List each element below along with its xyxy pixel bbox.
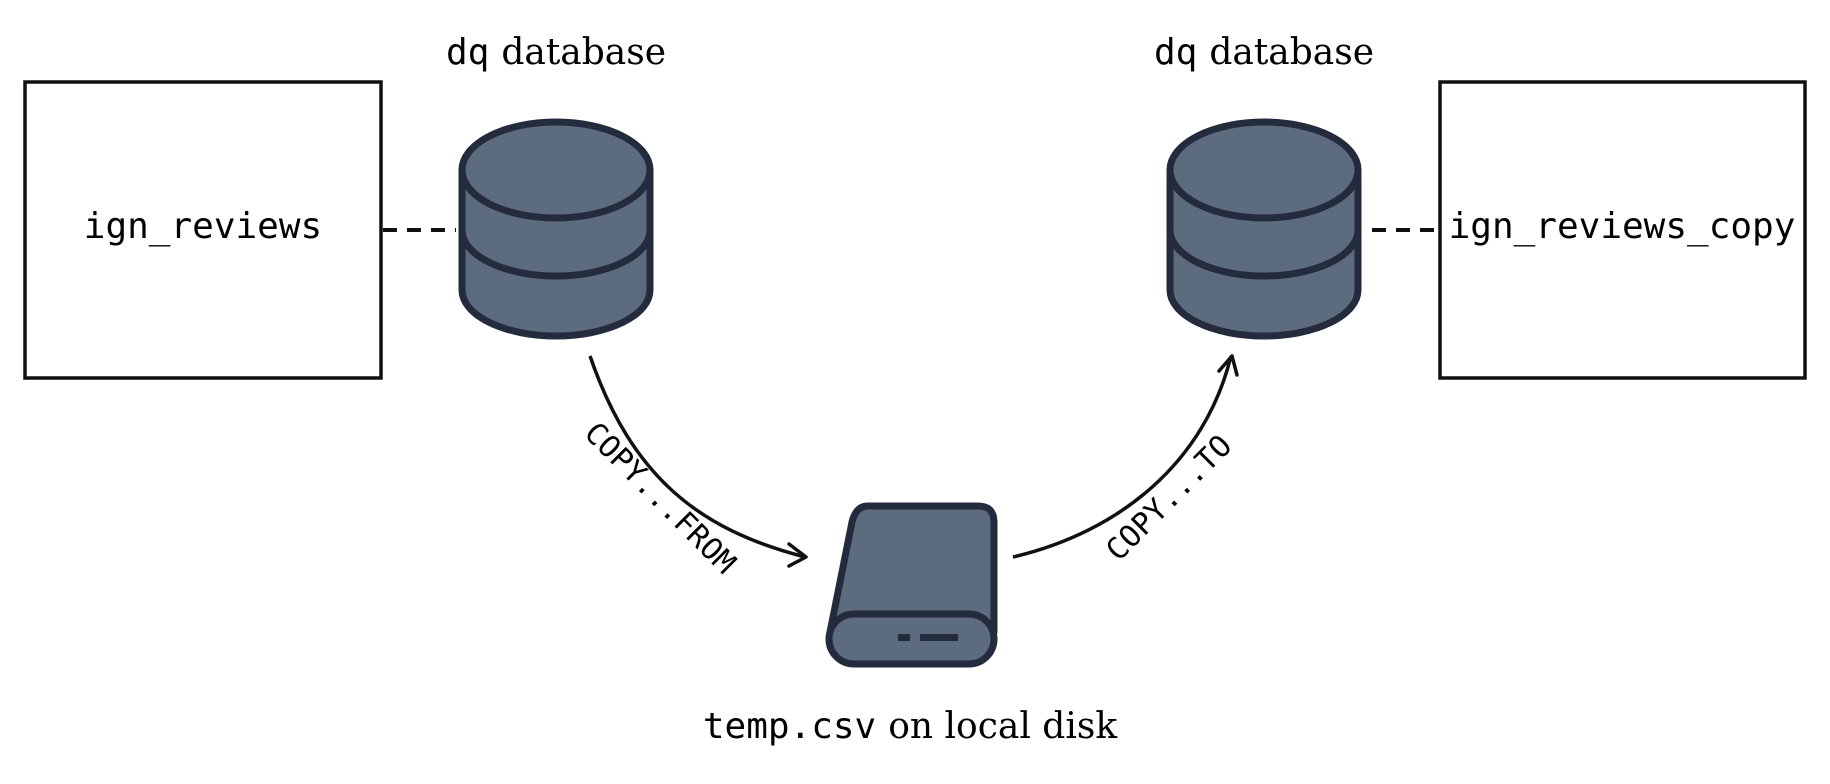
database-icon [1166, 118, 1362, 340]
import-label: COPY...TO [1099, 428, 1239, 568]
target-table-name: ign_reviews_copy [1449, 206, 1796, 247]
database-icon [458, 118, 654, 340]
source-table: ign_reviews [23, 80, 383, 380]
drive-led-small [898, 634, 910, 641]
export-label: COPY...FROM [577, 416, 742, 581]
target-table: ign_reviews_copy [1438, 80, 1807, 380]
hard-drive-icon [825, 502, 998, 668]
source-table-name: ign_reviews [84, 206, 322, 247]
drive-led-long [920, 634, 958, 641]
export-arrow [588, 355, 808, 568]
import-arrow [1012, 354, 1239, 559]
